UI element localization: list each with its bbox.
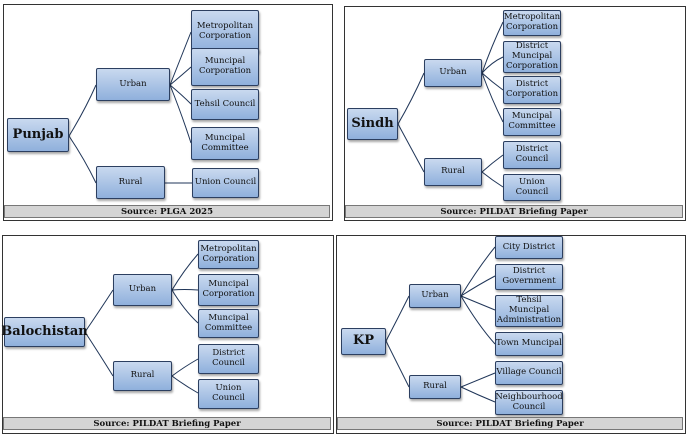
node-punjab-rural-child: Union Council (192, 168, 259, 198)
node-urban-punjab: Urban (96, 68, 170, 101)
source-caption-sindh: Source: PILDAT Briefing Paper (345, 205, 683, 218)
node-root-sindh: Sindh (347, 108, 398, 140)
node-root-kp: KP (341, 328, 386, 355)
node-punjab-urban-child: Metropolitan Corporation (191, 10, 259, 53)
node-root-punjab: Punjab (7, 118, 69, 152)
node-urban-balochistan: Urban (113, 274, 172, 306)
source-caption-punjab: Source: PLGA 2025 (4, 205, 330, 218)
node-rural-punjab: Rural (96, 166, 165, 199)
node-balochistan-rural-child: District Council (198, 344, 259, 374)
source-caption-kp: Source: PILDAT Briefing Paper (337, 417, 683, 430)
node-rural-sindh: Rural (424, 158, 482, 186)
node-rural-kp: Rural (409, 375, 461, 399)
node-urban-kp: Urban (409, 284, 461, 308)
node-punjab-urban-child: Muncipal Corporation (191, 48, 259, 86)
node-urban-sindh: Urban (424, 59, 482, 87)
node-root-balochistan: Balochistan (1, 317, 88, 347)
node-sindh-rural-child: District Council (503, 141, 561, 169)
node-punjab-urban-child: Muncipal Committee (191, 127, 259, 160)
node-sindh-urban-child: Metropolitan Corporation (503, 10, 561, 36)
node-kp-rural-child: Village Council (495, 361, 563, 385)
node-kp-urban-child: District Government (495, 264, 563, 290)
node-sindh-urban-child: Muncipal Committee (503, 108, 561, 136)
node-kp-rural-child: Neighbourhood Council (495, 390, 563, 415)
node-punjab-urban-child: Tehsil Council (191, 89, 259, 120)
node-balochistan-rural-child: Union Council (198, 379, 259, 409)
panel-punjab (3, 4, 333, 221)
node-sindh-urban-child: District Muncipal Corporation (503, 41, 561, 73)
node-sindh-urban-child: District Corporation (503, 76, 561, 104)
node-kp-urban-child: City District (495, 236, 563, 259)
node-sindh-rural-child: Union Council (503, 174, 561, 201)
node-kp-urban-child: Tehsil Muncipal Administration (495, 295, 563, 327)
node-balochistan-urban-child: Muncipal Committee (198, 309, 259, 338)
node-rural-balochistan: Rural (113, 361, 172, 391)
source-caption-balochistan: Source: PILDAT Briefing Paper (3, 417, 331, 430)
node-kp-urban-child: Town Muncipal (495, 332, 563, 356)
node-balochistan-urban-child: Metropolitan Corporation (198, 240, 259, 269)
node-balochistan-urban-child: Muncipal Corporation (198, 274, 259, 306)
